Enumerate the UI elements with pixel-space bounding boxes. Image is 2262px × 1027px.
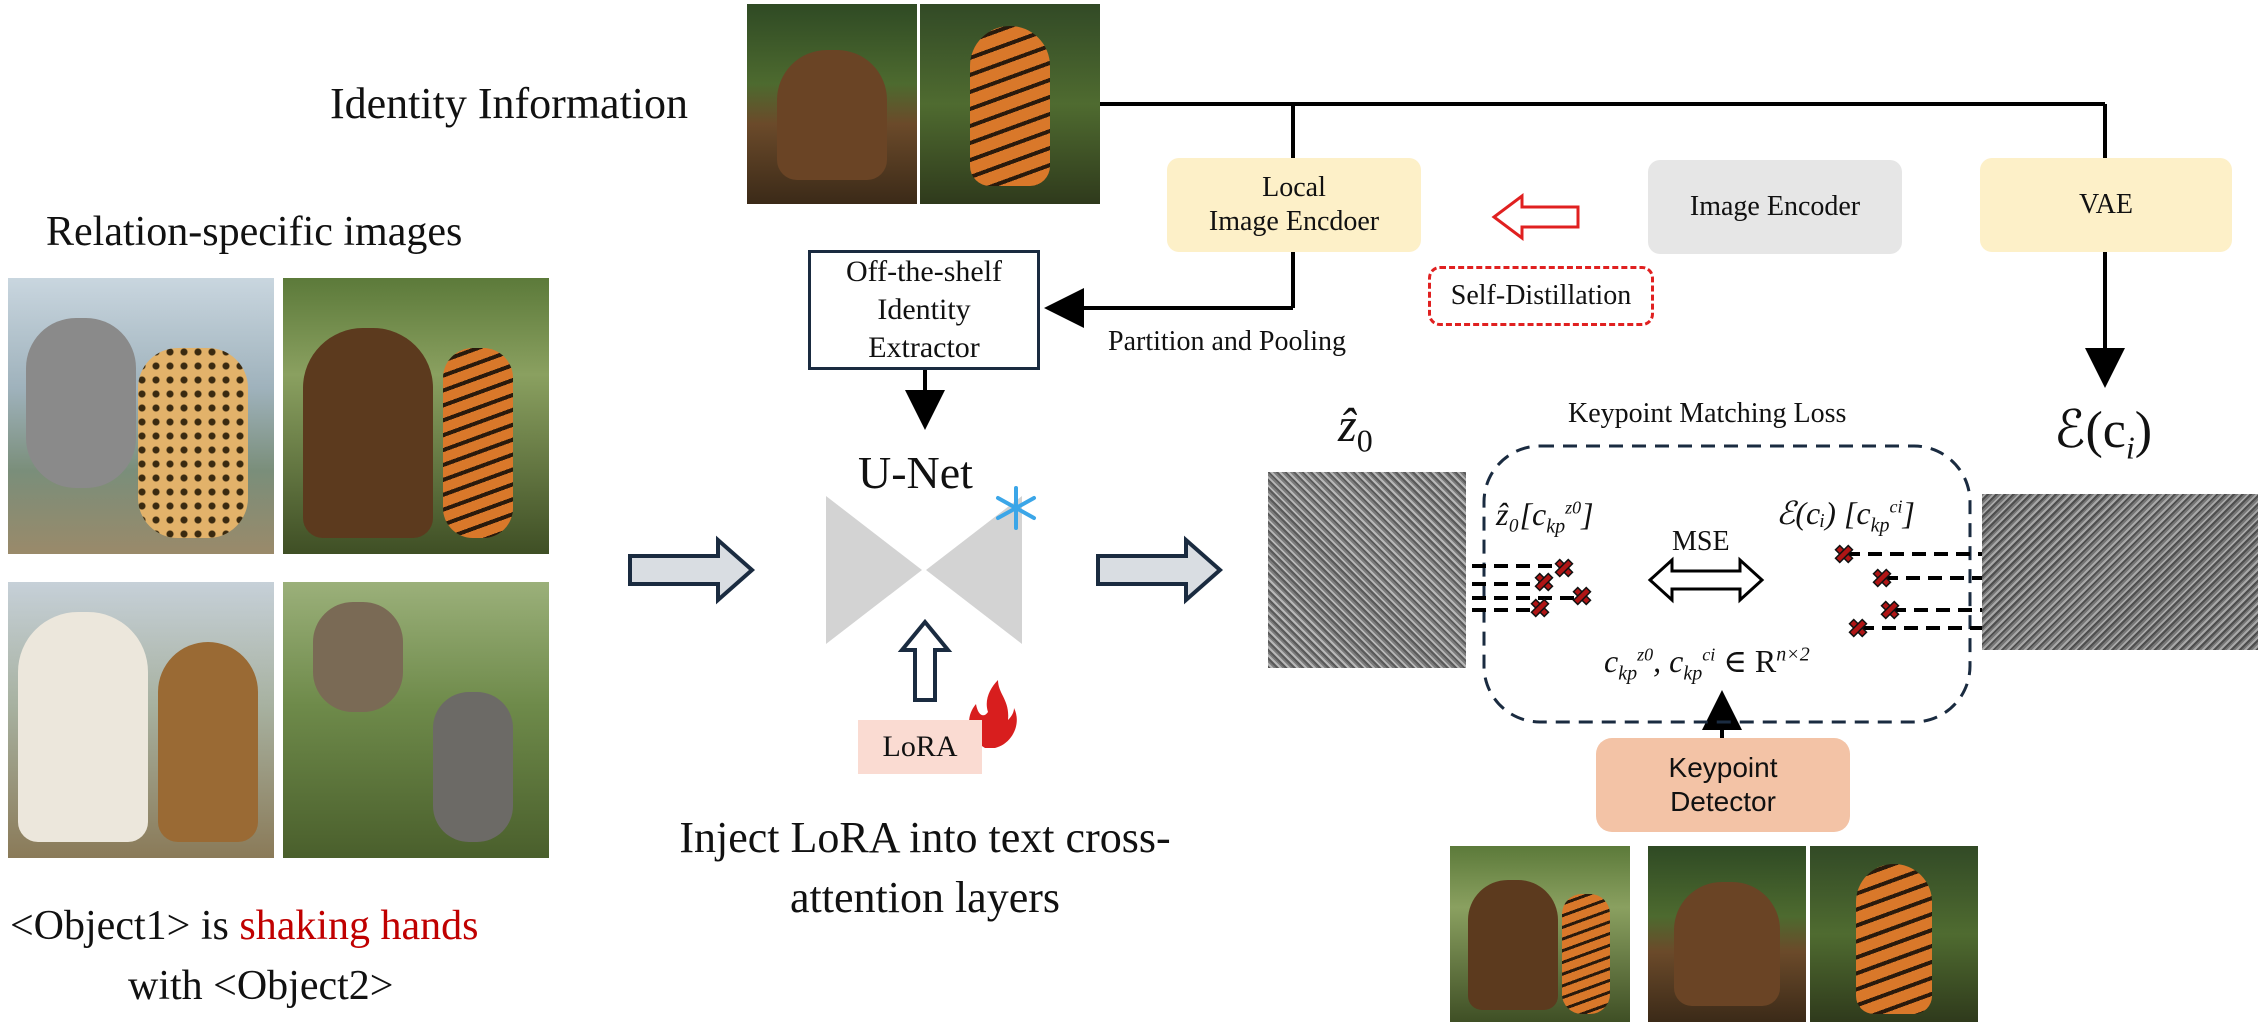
mse-label: MSE — [1672, 526, 1730, 557]
keypoint-detector-box: Keypoint Detector — [1596, 738, 1850, 832]
lora-box: LoRA — [858, 720, 982, 774]
inject-caption-line1: Inject LoRA into text cross- — [679, 813, 1171, 862]
identity-extractor-box: Off-the-shelf Identity Extractor — [808, 250, 1040, 370]
z0-latent-map — [1268, 472, 1466, 668]
double-arrow-icon — [1647, 556, 1765, 604]
relation-images-label: Relation-specific images — [46, 209, 463, 255]
keypoint-detector-line2: Detector — [1670, 786, 1776, 817]
keypoint-formula: ckpz0, ckpci ∈ Rn×2 — [1604, 643, 1810, 685]
z0-hat-label: ẑ0 — [1338, 399, 1373, 459]
keypoint-detector-line1: Keypoint — [1668, 752, 1778, 783]
self-distillation-label: Self-Distillation — [1450, 280, 1632, 311]
relation-image-bear-tiger — [283, 278, 549, 554]
partition-pooling-label: Partition and Pooling — [1108, 326, 1346, 357]
local-encoder-line1: Local — [1262, 172, 1326, 203]
cross-mark-icon — [1530, 544, 1900, 638]
caption-highlight: shaking hands — [239, 903, 479, 949]
eps-latent-map — [1982, 494, 2258, 650]
image-encoder-label: Image Encoder — [1689, 191, 1861, 222]
local-encoder-line2: Image Encdoer — [1208, 206, 1380, 237]
detector-image-tiger — [1810, 846, 1978, 1022]
identity-information-label: Identity Information — [330, 79, 689, 128]
extractor-line1: Off-the-shelf — [845, 255, 1003, 288]
relation-caption-line2: with <Object2> — [128, 963, 394, 1009]
identity-image-bear — [747, 4, 917, 204]
extractor-line2: Identity — [877, 293, 971, 326]
caption-part1: <Object1> is — [10, 903, 240, 949]
detector-image-bear-tiger — [1450, 846, 1630, 1022]
hollow-arrow-icon — [1491, 193, 1580, 241]
inject-caption-line2: attention layers — [789, 873, 1060, 922]
eps-ci-label: ℰ(ci) — [2054, 402, 2153, 466]
vae-label: VAE — [2079, 189, 2133, 220]
keypoint-loss-label: Keypoint Matching Loss — [1568, 398, 1847, 429]
relation-image-wolf-leopard — [8, 278, 274, 554]
local-image-encoder-box: Local Image Encdoer — [1167, 158, 1421, 252]
identity-image-tiger — [920, 4, 1100, 204]
self-distillation-box: Self-Distillation — [1428, 266, 1654, 326]
detector-image-bear — [1648, 846, 1806, 1022]
relation-image-sloth-raccoon — [283, 582, 549, 858]
vae-box: VAE — [1980, 158, 2232, 252]
relation-image-polarbear-lion — [8, 582, 274, 858]
unet-label: U-Net — [858, 447, 973, 498]
relation-caption-line1: <Object1> is shaking hands — [10, 902, 479, 950]
eps-keypoint-label: ℰ(cᵢ) [ckpci] — [1776, 495, 1915, 537]
snowflake-icon — [996, 486, 1036, 530]
extractor-line3: Extractor — [868, 331, 980, 364]
lora-label: LoRA — [882, 730, 958, 763]
image-encoder-box: Image Encoder — [1648, 160, 1902, 254]
z0-keypoint-label: ẑ₀[ckpz0] — [1496, 496, 1594, 538]
